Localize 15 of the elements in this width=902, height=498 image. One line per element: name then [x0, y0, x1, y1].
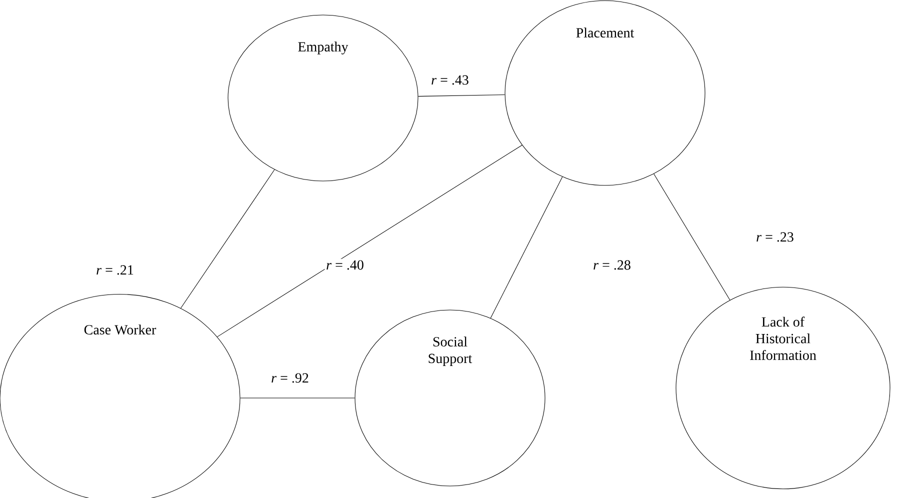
- edge-label: r = .43: [430, 74, 470, 86]
- ellipse-node: Lack of Historical Information: [676, 286, 890, 490]
- edge-label: r = .28: [592, 258, 632, 272]
- ellipse-node: Empathy: [228, 14, 418, 182]
- edge-label: r = .21: [94, 264, 136, 276]
- edge-label: r = .23: [754, 230, 796, 244]
- connector-line: [654, 174, 730, 300]
- edge-label: r = .92: [270, 372, 310, 384]
- ellipse-node: Placement: [504, 0, 706, 186]
- ellipse-node: Social Support: [354, 310, 546, 486]
- connector-line: [217, 144, 522, 338]
- edge-label: r = .40: [324, 258, 366, 272]
- connector-line: [418, 94, 506, 97]
- connector-line: [490, 176, 563, 318]
- connector-line: [180, 169, 275, 309]
